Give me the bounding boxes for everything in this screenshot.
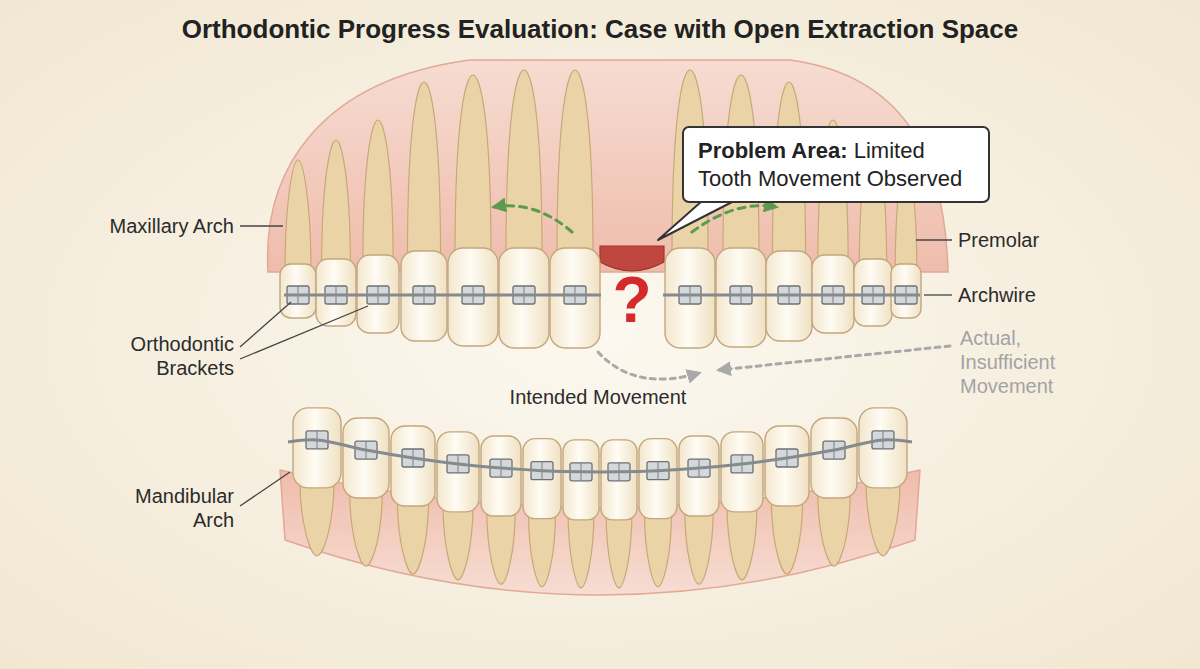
intended-movement-arrow [598,352,699,379]
tooth-root [727,504,757,580]
leader-line [240,306,368,359]
tooth-root [606,512,632,588]
tooth-crown [523,439,561,519]
tooth-root [818,490,851,566]
actual-movement-arrow [719,346,950,370]
tooth-root [285,160,311,272]
tooth-crown [721,432,763,512]
tooth-crown [550,248,600,348]
lower-crowns [293,408,907,520]
archwire [663,294,920,297]
tooth-root [528,511,555,587]
callout-heading: Problem Area: [698,138,848,163]
movement-arrow [494,206,572,232]
leader-line [916,239,952,240]
leader-line [240,302,291,347]
tooth-root [506,70,542,256]
tooth-crown [448,248,498,346]
tooth-root [771,498,802,574]
tooth-crown [499,248,549,348]
tooth-crown [891,264,921,318]
tooth-crown [639,439,677,519]
part-label: Maxillary Arch [110,214,234,238]
title: Orthodontic Progress Evaluation: Case wi… [0,14,1200,45]
tooth-root [685,508,714,584]
tooth-root [568,512,594,588]
tooth-crown [391,426,435,506]
part-label: Premolar [958,228,1039,252]
tooth-crown [316,259,356,326]
tooth-crown [563,440,599,520]
leader-lines [240,226,952,506]
leader-line [240,472,290,506]
archwire [288,440,912,472]
tooth-crown [343,418,389,498]
archwire [284,294,601,297]
callout-box: Problem Area:Limited Tooth Movement Obse… [682,126,990,203]
tooth-crown [716,248,766,347]
leader-line [924,294,952,295]
tooth-crown [280,264,316,318]
tooth-root [363,120,393,263]
tooth-root [866,480,900,556]
arrow-label: Actual, Insufficient Movement [960,326,1072,398]
lower-roots [300,480,900,588]
tooth-crown [811,418,857,498]
tooth-crown [437,432,479,512]
leader-line [240,225,283,226]
tooth-root [300,480,334,556]
tooth-root [350,490,383,566]
arrow-label: Intended Movement [510,385,687,409]
question-mark: ? [612,268,651,332]
tooth-root [487,508,516,584]
callout-pointer [658,201,734,240]
tooth-crown [765,426,809,506]
tooth-crown [665,248,715,348]
tooth-crown [859,408,907,488]
tooth-crown [679,436,719,516]
tooth-root [322,140,351,267]
tooth-crown [601,440,637,520]
tooth-root [397,498,428,574]
tooth-root [407,82,440,259]
upper-crowns [280,248,921,348]
part-label: Mandibular Arch [109,484,234,532]
tooth-root [644,511,671,587]
tooth-crown [293,408,341,488]
part-label: Archwire [958,283,1036,307]
tooth-crown [481,436,521,516]
tooth-root [455,75,491,256]
part-label: Orthodontic Brackets [109,332,234,380]
tooth-root [443,504,473,580]
tooth-root [557,70,593,256]
tooth-crown [854,259,892,326]
